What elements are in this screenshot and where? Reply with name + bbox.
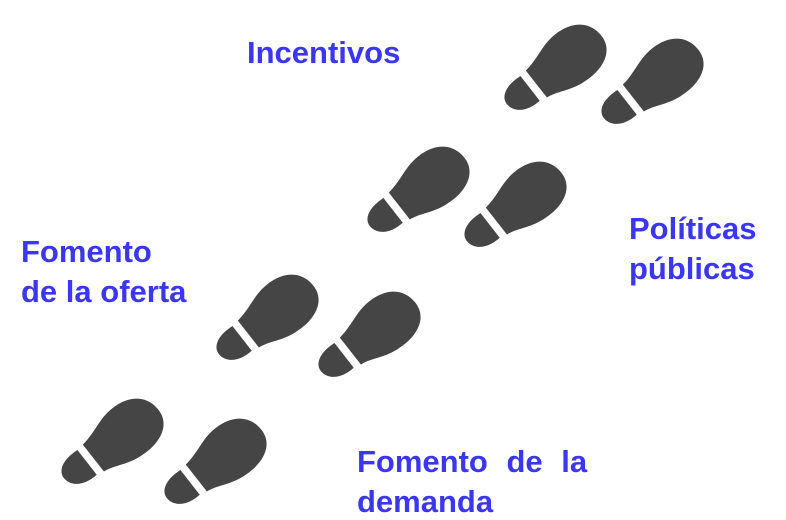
label-demanda-line1: Fomento de la xyxy=(357,444,588,479)
footprint-right-4 xyxy=(588,26,715,143)
label-politicas-publicas: Políticas públicas xyxy=(629,209,757,289)
label-oferta-line1: Fomento xyxy=(21,234,152,269)
label-politicas-line1: Políticas xyxy=(629,211,757,246)
label-fomento-demanda: Fomento de la demanda xyxy=(357,442,587,520)
footprint-right-2 xyxy=(305,279,432,396)
label-incentivos: Incentivos xyxy=(247,33,400,73)
label-demanda-line2: demanda xyxy=(357,484,494,519)
label-politicas-line2: públicas xyxy=(629,251,755,286)
footprint-left-2 xyxy=(203,262,330,379)
footprint-right-3 xyxy=(451,149,578,266)
footprint-right-1 xyxy=(151,406,278,520)
footprint-left-3 xyxy=(354,134,481,251)
label-incentivos-text: Incentivos xyxy=(247,35,401,70)
label-oferta-line2: de la oferta xyxy=(21,274,187,309)
footprint-left-1 xyxy=(48,386,175,503)
footprint-left-4 xyxy=(491,12,618,129)
label-fomento-oferta: Fomento de la oferta xyxy=(21,232,186,312)
